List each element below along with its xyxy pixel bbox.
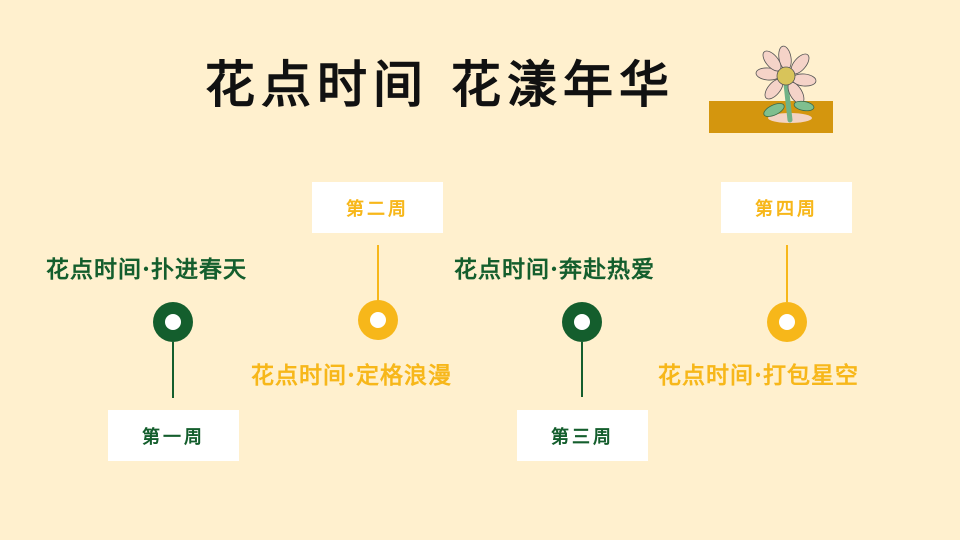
week-2-connector [377,245,379,302]
week-1-label: 花点时间·扑进春天 [46,256,248,283]
marker-hole [779,314,795,330]
week-4-connector [786,245,788,302]
week-1-title: 第一周 [142,426,205,448]
week-4-title: 第四周 [755,198,818,220]
week-4-box: 第四周 [721,182,852,233]
week-1-connector [172,342,174,398]
marker-hole [165,314,181,330]
week-1-box: 第一周 [108,410,239,461]
title-part-1: 花点时间 [205,56,429,114]
marker-hole [574,314,590,330]
flower-icon [755,45,817,123]
week-1-marker [153,302,193,342]
week-2-marker [358,300,398,340]
marker-hole [370,312,386,328]
week-2-title: 第二周 [346,198,409,220]
week-4-marker [767,302,807,342]
week-3-box: 第三周 [517,410,648,461]
title-part-2: 花漾年华 [451,56,675,114]
week-4-label: 花点时间·打包星空 [658,362,860,389]
week-3-marker [562,302,602,342]
page-title: 花点时间花漾年华 [205,50,675,120]
week-3-title: 第三周 [551,426,614,448]
week-2-label: 花点时间·定格浪漫 [251,362,453,389]
week-2-box: 第二周 [312,182,443,233]
week-3-label: 花点时间·奔赴热爱 [454,256,656,283]
week-3-connector [581,342,583,397]
